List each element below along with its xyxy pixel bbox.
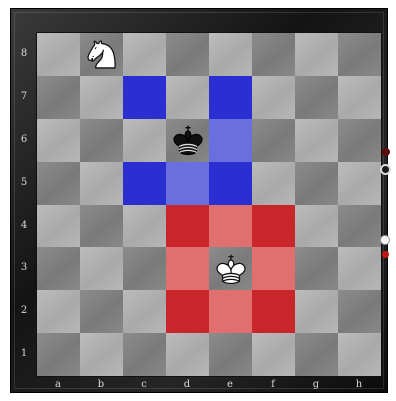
square-d3-red-highlight[interactable] xyxy=(166,247,209,290)
square-b4[interactable] xyxy=(80,205,123,248)
square-f3-red-highlight[interactable] xyxy=(252,247,295,290)
square-e4-red-highlight[interactable] xyxy=(209,205,252,248)
square-h3[interactable] xyxy=(338,247,381,290)
rank-label-4: 4 xyxy=(18,221,30,231)
square-f2-red-highlight[interactable] xyxy=(252,290,295,333)
square-b2[interactable] xyxy=(80,290,123,333)
rank-label-3: 3 xyxy=(18,263,30,273)
square-g7[interactable] xyxy=(295,76,338,119)
file-label-a: a xyxy=(52,380,64,390)
square-e5-blue-highlight[interactable] xyxy=(209,162,252,205)
square-c4[interactable] xyxy=(123,205,166,248)
square-g5[interactable] xyxy=(295,162,338,205)
file-label-g: g xyxy=(310,380,322,390)
square-e1[interactable] xyxy=(209,333,252,376)
square-g2[interactable] xyxy=(295,290,338,333)
rank-label-7: 7 xyxy=(18,92,30,102)
square-b8[interactable] xyxy=(80,33,123,76)
square-c2[interactable] xyxy=(123,290,166,333)
square-d5-blue-highlight[interactable] xyxy=(166,162,209,205)
square-f5[interactable] xyxy=(252,162,295,205)
square-h8[interactable] xyxy=(338,33,381,76)
square-a5[interactable] xyxy=(37,162,80,205)
square-e2-red-highlight[interactable] xyxy=(209,290,252,333)
square-c1[interactable] xyxy=(123,333,166,376)
square-c3[interactable] xyxy=(123,247,166,290)
square-a1[interactable] xyxy=(37,333,80,376)
square-c5-blue-highlight[interactable] xyxy=(123,162,166,205)
square-f1[interactable] xyxy=(252,333,295,376)
square-f4-red-highlight[interactable] xyxy=(252,205,295,248)
square-h7[interactable] xyxy=(338,76,381,119)
rank-label-8: 8 xyxy=(18,49,30,59)
square-a4[interactable] xyxy=(37,205,80,248)
square-a8[interactable] xyxy=(37,33,80,76)
square-g8[interactable] xyxy=(295,33,338,76)
file-label-h: h xyxy=(353,380,365,390)
square-b7[interactable] xyxy=(80,76,123,119)
square-c7-blue-highlight[interactable] xyxy=(123,76,166,119)
square-f8[interactable] xyxy=(252,33,295,76)
square-c6[interactable] xyxy=(123,119,166,162)
square-a3[interactable] xyxy=(37,247,80,290)
square-f6[interactable] xyxy=(252,119,295,162)
file-label-b: b xyxy=(95,380,107,390)
square-d7[interactable] xyxy=(166,76,209,119)
rank-label-5: 5 xyxy=(18,178,30,188)
square-d4-red-highlight[interactable] xyxy=(166,205,209,248)
square-d8[interactable] xyxy=(166,33,209,76)
file-label-d: d xyxy=(181,380,193,390)
black-to-move-indicator xyxy=(380,164,391,175)
square-a6[interactable] xyxy=(37,119,80,162)
square-b3[interactable] xyxy=(80,247,123,290)
black-king-icon[interactable] xyxy=(169,121,207,159)
square-e7-blue-highlight[interactable] xyxy=(209,76,252,119)
file-label-f: f xyxy=(267,380,279,390)
file-label-e: e xyxy=(224,380,236,390)
square-a2[interactable] xyxy=(37,290,80,333)
square-h2[interactable] xyxy=(338,290,381,333)
square-h5[interactable] xyxy=(338,162,381,205)
rank-label-6: 6 xyxy=(18,135,30,145)
rank-label-2: 2 xyxy=(18,306,30,316)
square-e6-blue-highlight[interactable] xyxy=(209,119,252,162)
square-f7[interactable] xyxy=(252,76,295,119)
white-to-move-indicator xyxy=(380,235,390,245)
square-d6[interactable] xyxy=(166,119,209,162)
square-d2-red-highlight[interactable] xyxy=(166,290,209,333)
square-d1[interactable] xyxy=(166,333,209,376)
square-g1[interactable] xyxy=(295,333,338,376)
white-knight-icon[interactable] xyxy=(83,35,121,73)
square-h6[interactable] xyxy=(338,119,381,162)
square-b5[interactable] xyxy=(80,162,123,205)
square-c8[interactable] xyxy=(123,33,166,76)
square-g4[interactable] xyxy=(295,205,338,248)
square-h4[interactable] xyxy=(338,205,381,248)
chessboard[interactable] xyxy=(37,33,381,376)
red-dot-icon xyxy=(382,148,390,156)
square-a7[interactable] xyxy=(37,76,80,119)
square-h1[interactable] xyxy=(338,333,381,376)
square-g3[interactable] xyxy=(295,247,338,290)
square-b1[interactable] xyxy=(80,333,123,376)
square-g6[interactable] xyxy=(295,119,338,162)
rank-label-1: 1 xyxy=(18,349,30,359)
square-e3[interactable] xyxy=(209,247,252,290)
file-label-c: c xyxy=(138,380,150,390)
square-e8[interactable] xyxy=(209,33,252,76)
red-dot-icon xyxy=(382,251,389,258)
white-king-icon[interactable] xyxy=(212,250,250,288)
square-b6[interactable] xyxy=(80,119,123,162)
